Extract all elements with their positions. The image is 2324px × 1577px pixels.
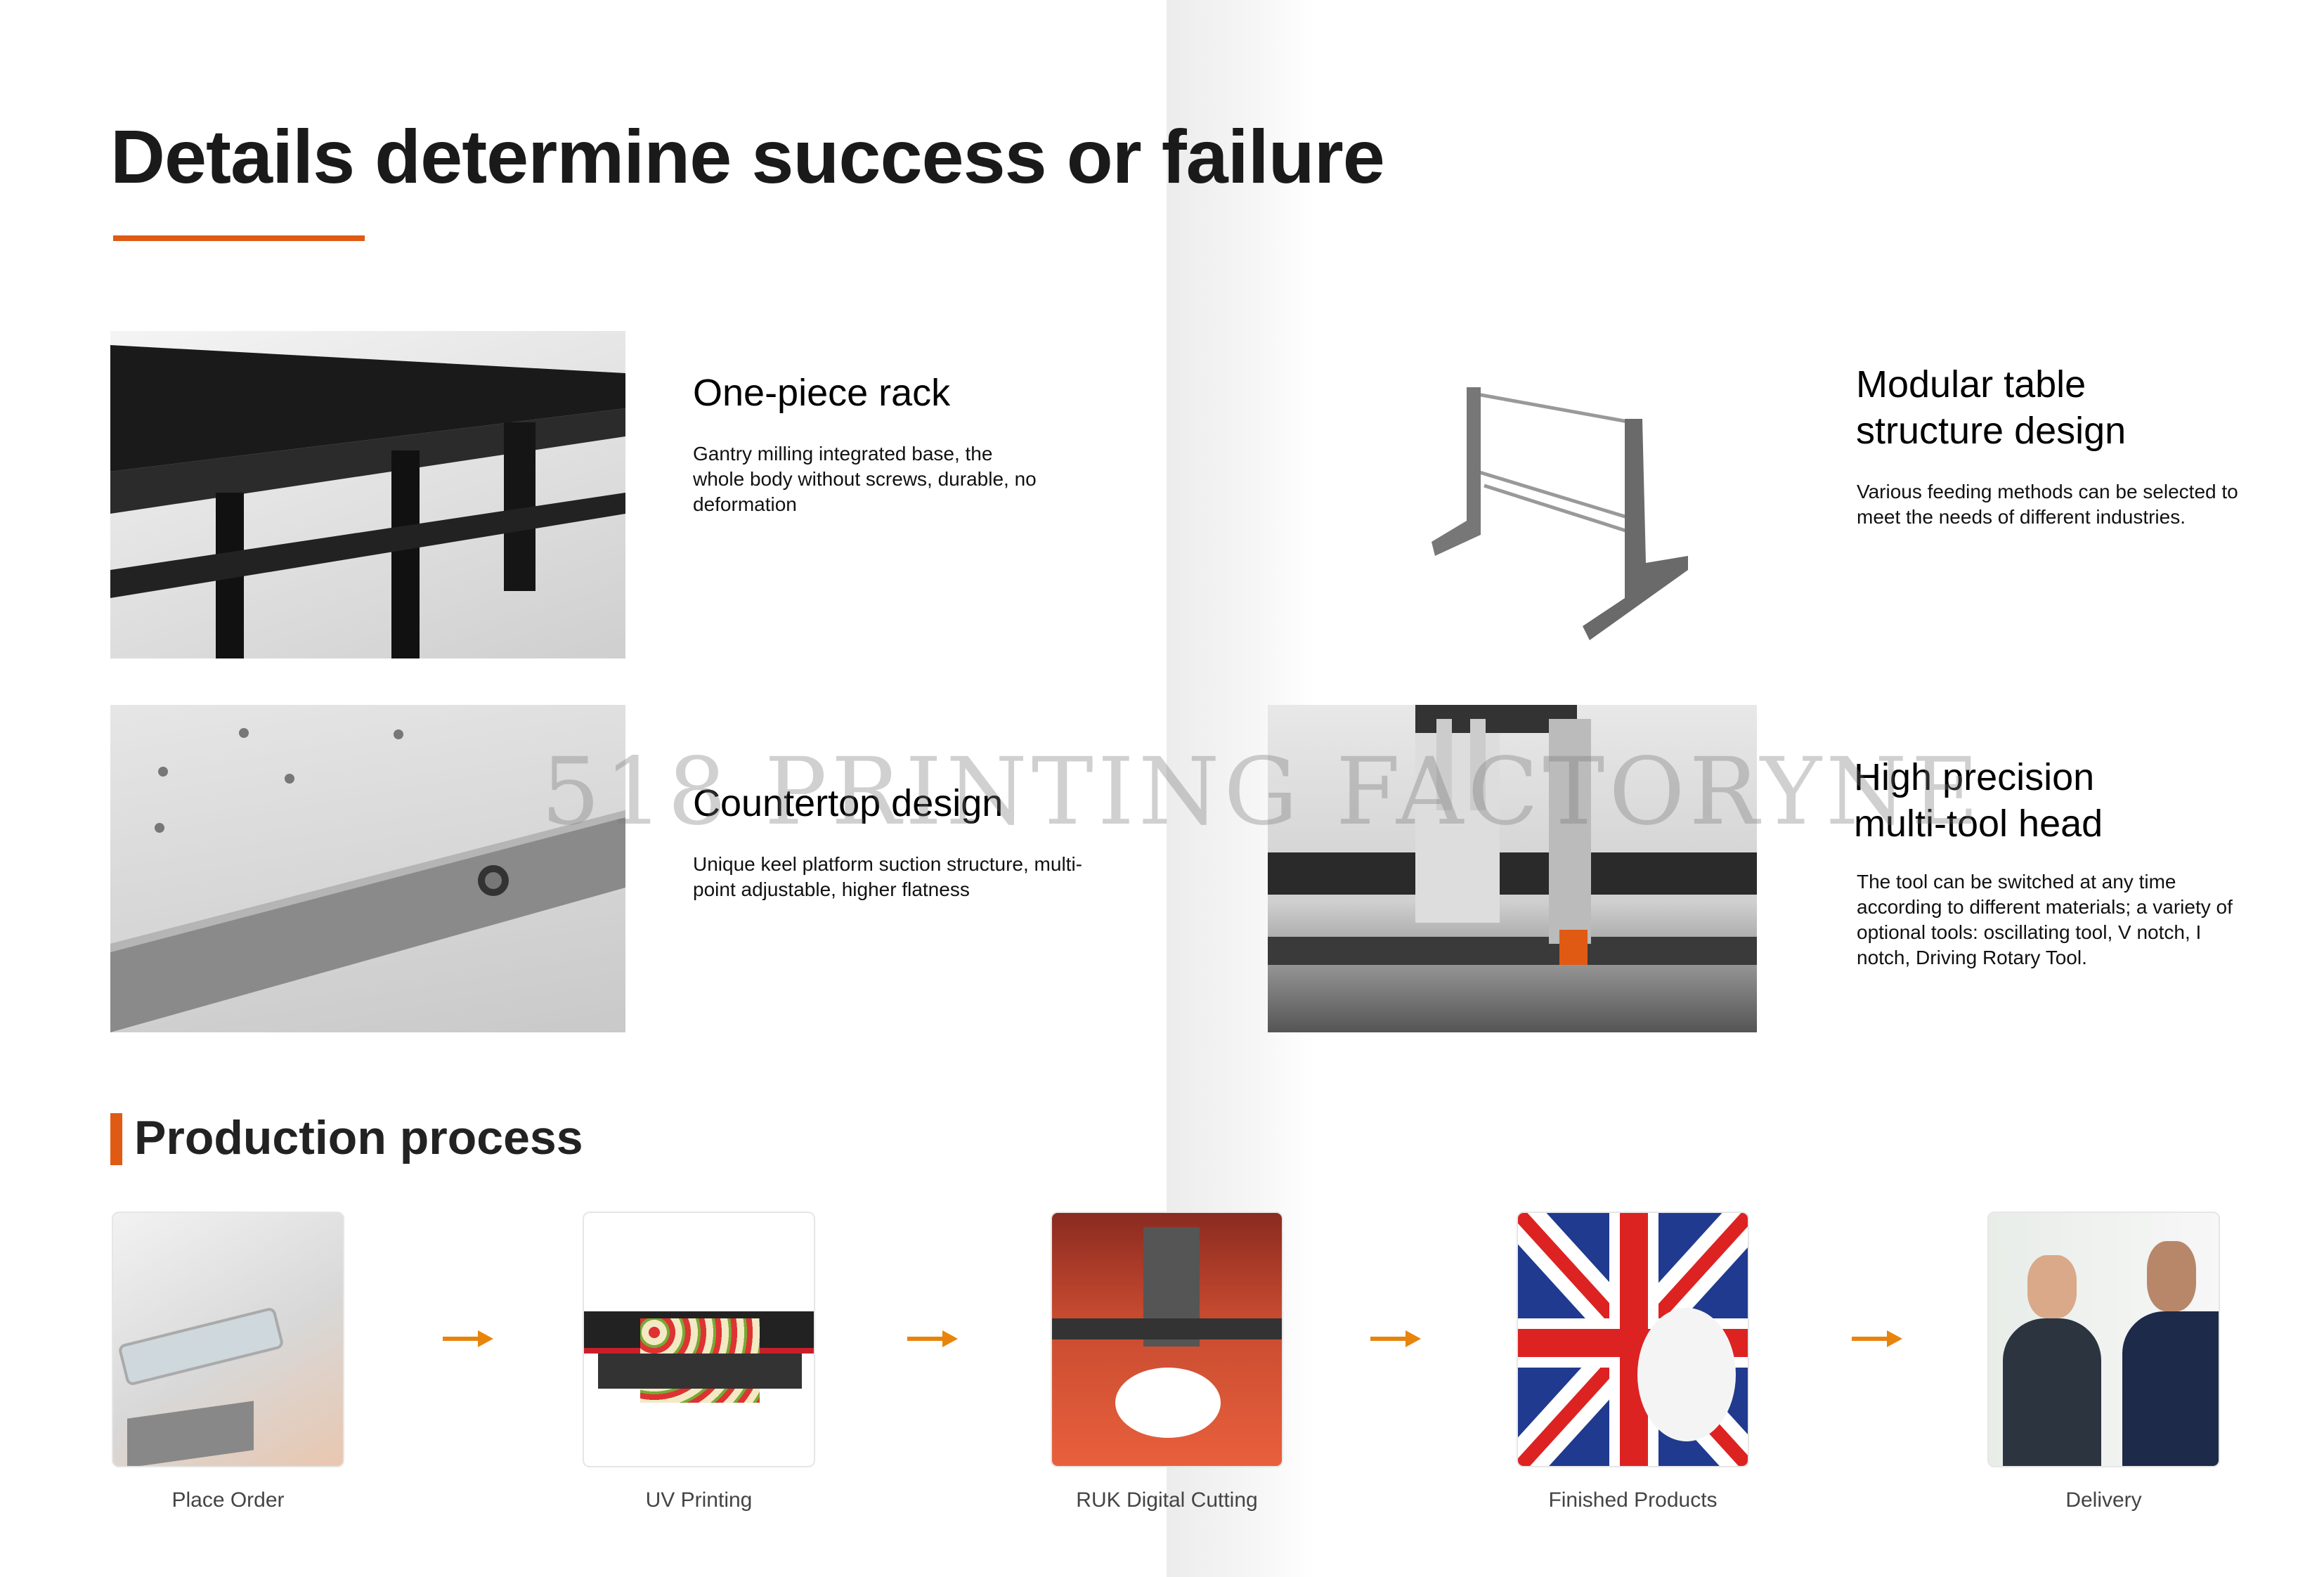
one-piece-rack-image — [110, 331, 625, 658]
section-marker — [110, 1113, 122, 1165]
process-step: Finished Products — [1517, 1212, 1749, 1512]
section-title: Production process — [134, 1111, 583, 1164]
process-step-label: Place Order — [171, 1488, 285, 1512]
feature-description: Unique keel platform suction structure, … — [693, 853, 1082, 900]
feature-title: Modular table structure design — [1856, 361, 2126, 454]
place-order-image — [112, 1212, 344, 1467]
arrow-right-icon — [1852, 1330, 1902, 1347]
feature-title-line: structure design — [1856, 410, 2127, 452]
uv-printing-image — [583, 1212, 815, 1467]
page-title: Details determine success or failure — [110, 114, 1385, 199]
arrow-right-icon — [907, 1330, 958, 1347]
feature-title: Countertop design — [693, 782, 1004, 824]
feature-title-line: Modular table — [1856, 363, 2086, 405]
finished-products-image — [1517, 1212, 1749, 1467]
feature-title: High precision multi-tool head — [1854, 754, 2103, 847]
process-step: UV Printing — [583, 1212, 815, 1512]
feature-title-line: multi-tool head — [1854, 803, 2103, 845]
digital-cutting-image — [1051, 1212, 1283, 1467]
process-step: RUK Digital Cutting — [1051, 1212, 1283, 1512]
arrow-right-icon — [1370, 1330, 1421, 1347]
delivery-image — [1987, 1212, 2220, 1467]
process-step-label: UV Printing — [645, 1488, 753, 1512]
feature-title: One-piece rack — [693, 372, 951, 414]
feature-description: Gantry milling integrated base, the whol… — [693, 443, 1037, 515]
arrow-right-icon — [443, 1330, 493, 1347]
feature-description: Various feeding methods can be selected … — [1857, 481, 2238, 528]
process-step-label: Delivery — [2065, 1488, 2142, 1512]
process-step: Delivery — [1987, 1212, 2220, 1512]
process-step-label: Finished Products — [1548, 1488, 1718, 1512]
countertop-image — [110, 705, 625, 1032]
modular-table-image — [1316, 331, 1758, 658]
process-step: Place Order — [112, 1212, 344, 1512]
title-underline — [113, 235, 365, 241]
feature-title-line: High precision — [1854, 756, 2095, 798]
feature-description: The tool can be switched at any time acc… — [1857, 871, 2233, 968]
watermark: 518 PRINTING FACTORYNE — [541, 738, 1983, 846]
tool-head-image — [1268, 705, 1757, 1032]
process-step-label: RUK Digital Cutting — [1076, 1488, 1258, 1512]
